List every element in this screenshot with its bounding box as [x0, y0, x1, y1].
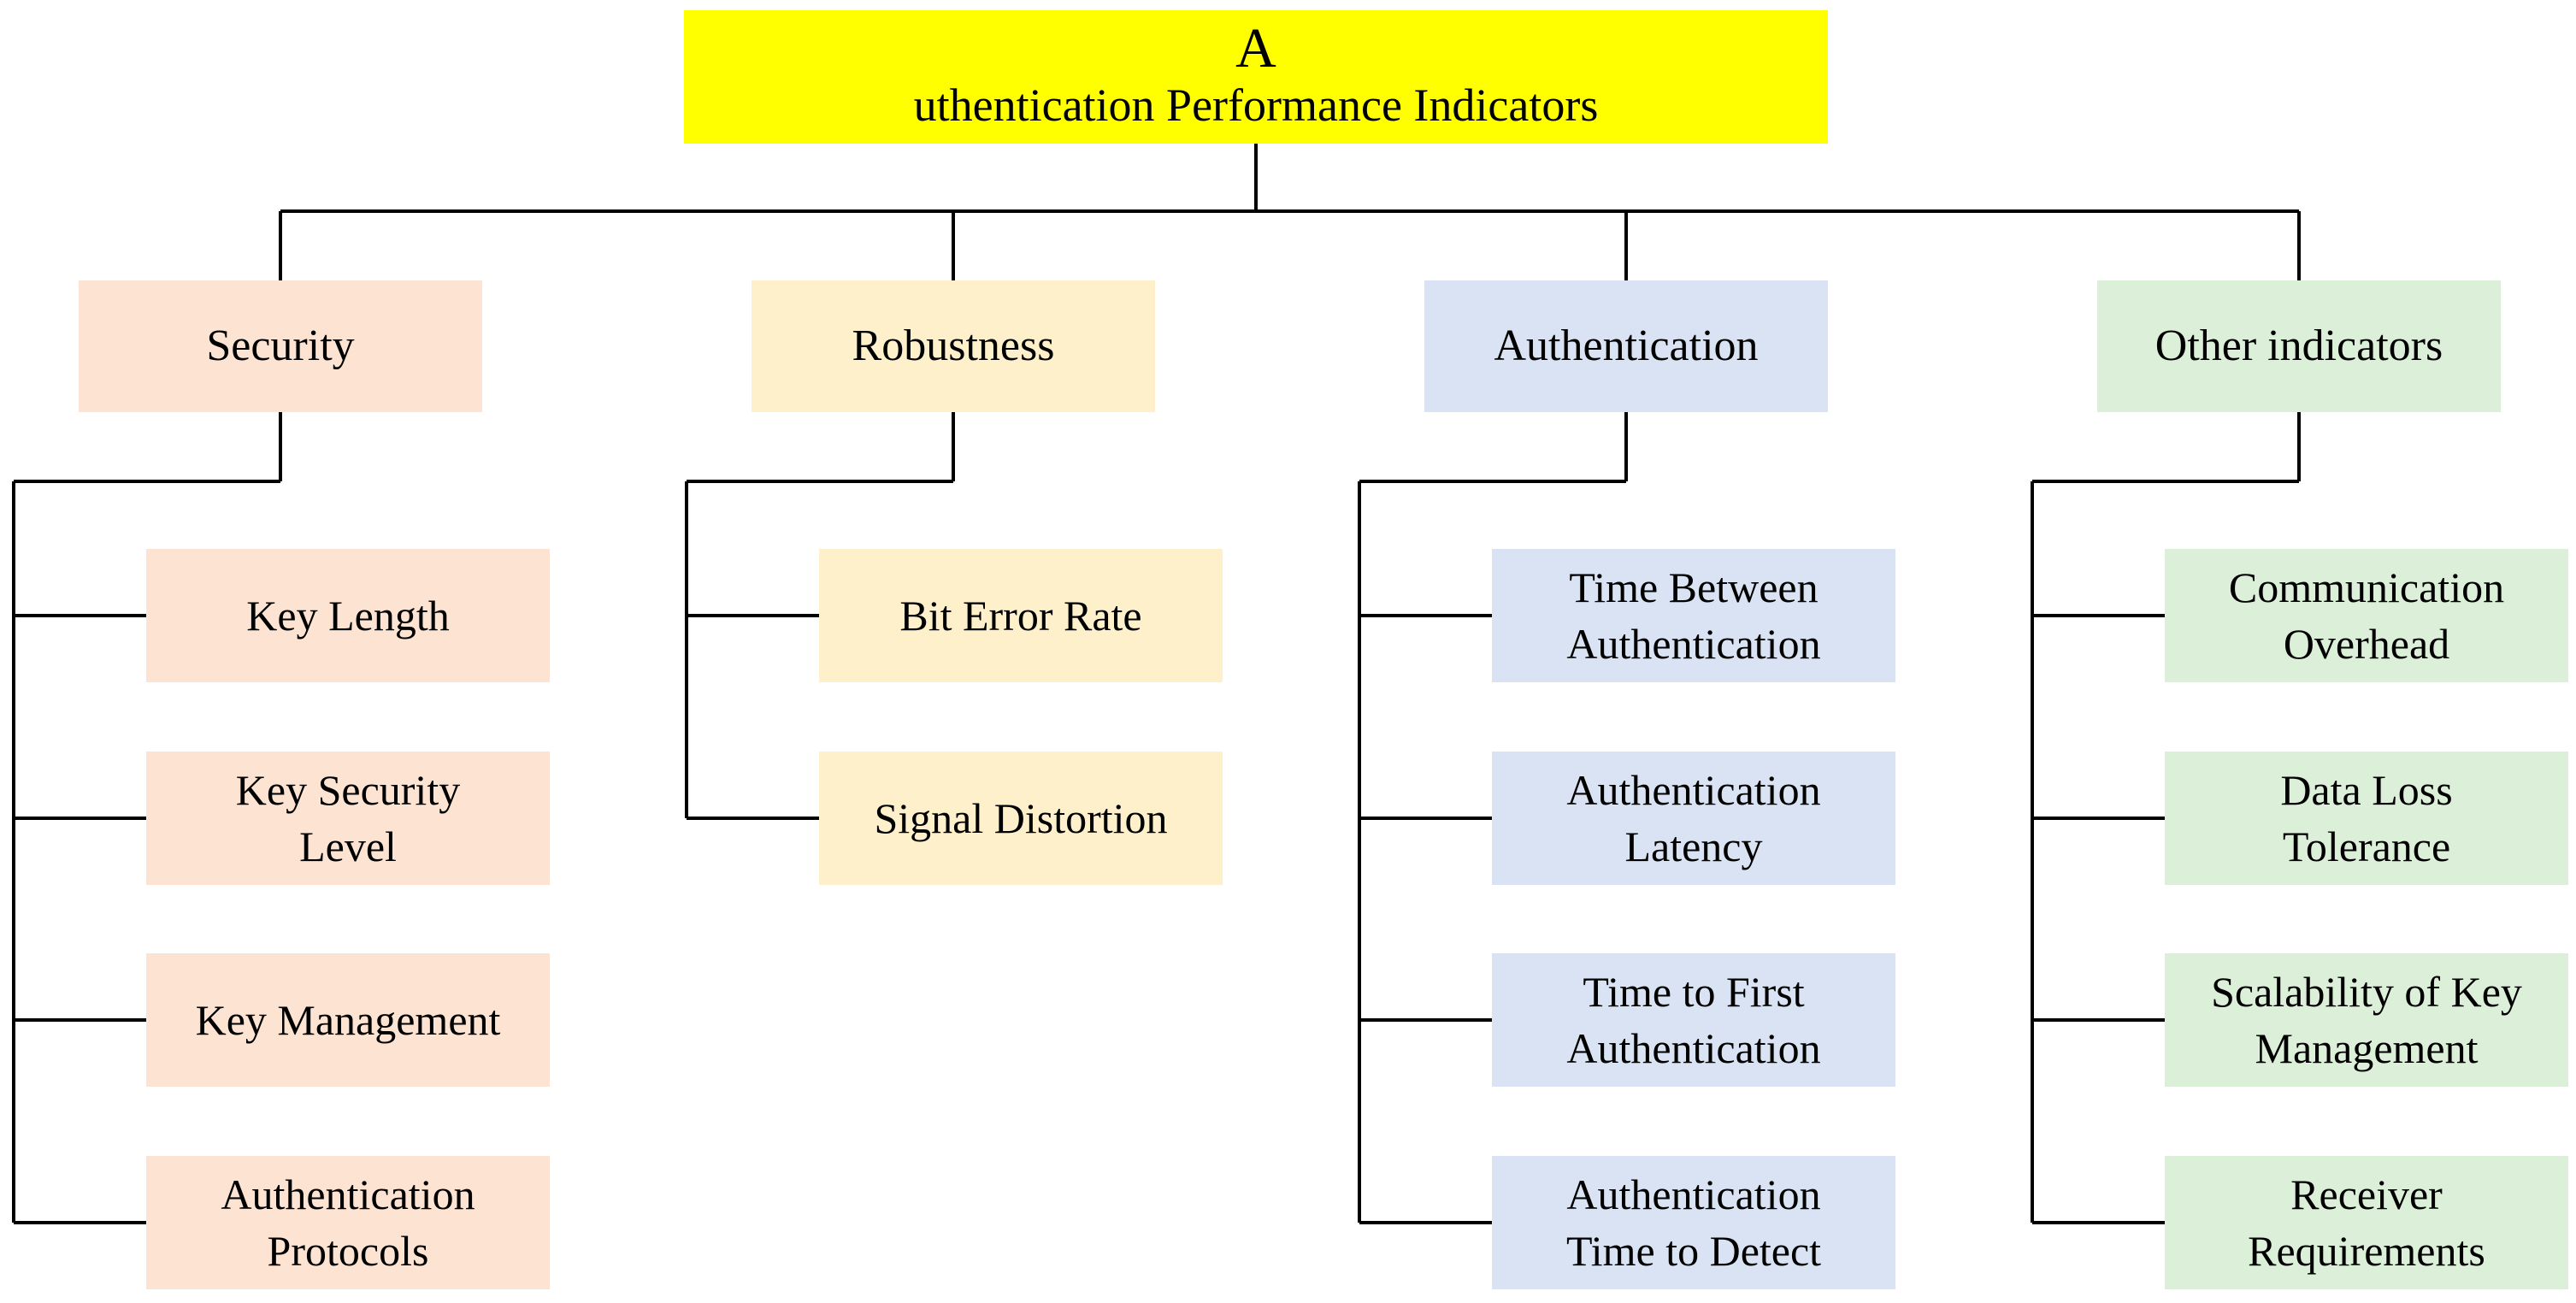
item-security-2: Key Management: [146, 953, 550, 1087]
category-authentication-label: Authentication: [1494, 321, 1759, 370]
item-authentication-0-label: Time Between Authentication: [1566, 563, 1821, 668]
category-other-indicators-label: Other indicators: [2155, 321, 2443, 370]
root-title-initial: A: [1235, 17, 1276, 80]
category-security: Security: [79, 280, 482, 412]
item-authentication-2-label: Time to First Authentication: [1566, 968, 1821, 1072]
item-other-indicators-2-label: Scalability of Key Management: [2211, 968, 2522, 1072]
item-other-indicators-0: Communication Overhead: [2165, 549, 2568, 682]
item-authentication-0: Time Between Authentication: [1492, 549, 1895, 682]
item-robustness-1: Signal Distortion: [819, 752, 1223, 885]
item-authentication-1: Authentication Latency: [1492, 752, 1895, 885]
item-other-indicators-1: Data Loss Tolerance: [2165, 752, 2568, 885]
item-security-1-label: Key Security Level: [235, 766, 461, 870]
item-robustness-0: Bit Error Rate: [819, 549, 1223, 682]
item-authentication-2: Time to First Authentication: [1492, 953, 1895, 1087]
category-authentication: Authentication: [1424, 280, 1828, 412]
item-authentication-3-label: Authentication Time to Detect: [1565, 1170, 1822, 1275]
item-robustness-1-label: Signal Distortion: [874, 794, 1168, 842]
item-security-0-label: Key Length: [246, 592, 450, 640]
item-other-indicators-2: Scalability of Key Management: [2165, 953, 2568, 1087]
item-other-indicators-3-label: Receiver Requirements: [2248, 1170, 2485, 1275]
item-security-0: Key Length: [146, 549, 550, 682]
item-authentication-3: Authentication Time to Detect: [1492, 1156, 1895, 1289]
category-robustness-label: Robustness: [852, 321, 1055, 370]
item-security-3: Authentication Protocols: [146, 1156, 550, 1289]
item-security-2-label: Key Management: [195, 996, 501, 1044]
item-authentication-1-label: Authentication Latency: [1566, 766, 1821, 870]
item-security-1: Key Security Level: [146, 752, 550, 885]
category-robustness: Robustness: [752, 280, 1155, 412]
root-title-rest: uthentication Performance Indicators: [913, 80, 1599, 131]
category-security-label: Security: [206, 321, 355, 370]
item-other-indicators-1-label: Data Loss Tolerance: [2280, 766, 2453, 870]
item-other-indicators-3: Receiver Requirements: [2165, 1156, 2568, 1289]
item-other-indicators-0-label: Communication Overhead: [2228, 563, 2505, 668]
item-security-3-label: Authentication Protocols: [221, 1170, 475, 1275]
category-other-indicators: Other indicators: [2097, 280, 2501, 412]
item-robustness-0-label: Bit Error Rate: [899, 592, 1142, 640]
